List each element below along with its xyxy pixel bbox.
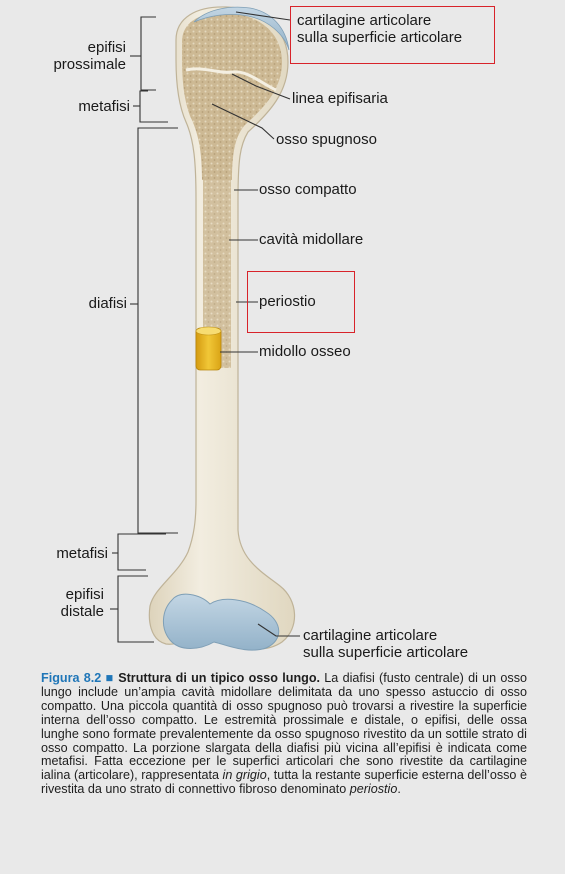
highlight-box-cartilagine-top [290, 6, 495, 64]
label-cartilagine-articolare-bottom: cartilagine articolare sulla superficie … [303, 627, 469, 661]
figure-caption: Figura 8.2 ■ Struttura di un tipico osso… [41, 671, 528, 797]
label-cartilagine-articolare-top: cartilagine articolare sulla superficie … [297, 12, 463, 46]
proximal-spongy-bone [182, 12, 282, 180]
label-periostio: periostio [259, 293, 316, 310]
label-metafisi-bottom: metafisi [56, 545, 108, 562]
label-metafisi-top: metafisi [78, 98, 130, 115]
label-osso-compatto: osso compatto [259, 181, 357, 198]
distal-articular-cartilage [163, 593, 280, 651]
leader-lines [211, 11, 300, 637]
caption-italic-grigio: in grigio [222, 768, 267, 783]
bone-diagram [110, 6, 300, 651]
caption-italic-periostio: periostio [349, 782, 398, 797]
label-midollo-osseo: midollo osseo [259, 343, 351, 360]
epiphyseal-line [185, 67, 277, 92]
caption-text-1: La diafisi (fusto centrale) di un osso l… [41, 671, 528, 783]
highlight-box-periostio [247, 271, 355, 333]
caption-text-3: . [397, 782, 401, 797]
left-brackets [110, 16, 178, 643]
label-diafisi: diafisi [88, 295, 127, 312]
proximal-articular-cartilage [193, 6, 290, 51]
caption-text-2: , tutta la restante superficie esterna d… [41, 768, 527, 797]
label-osso-spugnoso: osso spugnoso [276, 131, 377, 148]
label-linea-epifisaria: linea epifisaria [292, 90, 388, 107]
label-epifisi-distale: epifisi distale [60, 586, 104, 620]
figure-title: Struttura di un tipico osso lungo. [118, 671, 321, 685]
label-epifisi-prossimale: epifisi prossimale [53, 39, 126, 73]
figure-number: Figura 8.2 [41, 671, 102, 685]
caption-bullet-icon: ■ [105, 671, 114, 685]
label-cavita-midollare: cavità midollare [259, 231, 364, 248]
